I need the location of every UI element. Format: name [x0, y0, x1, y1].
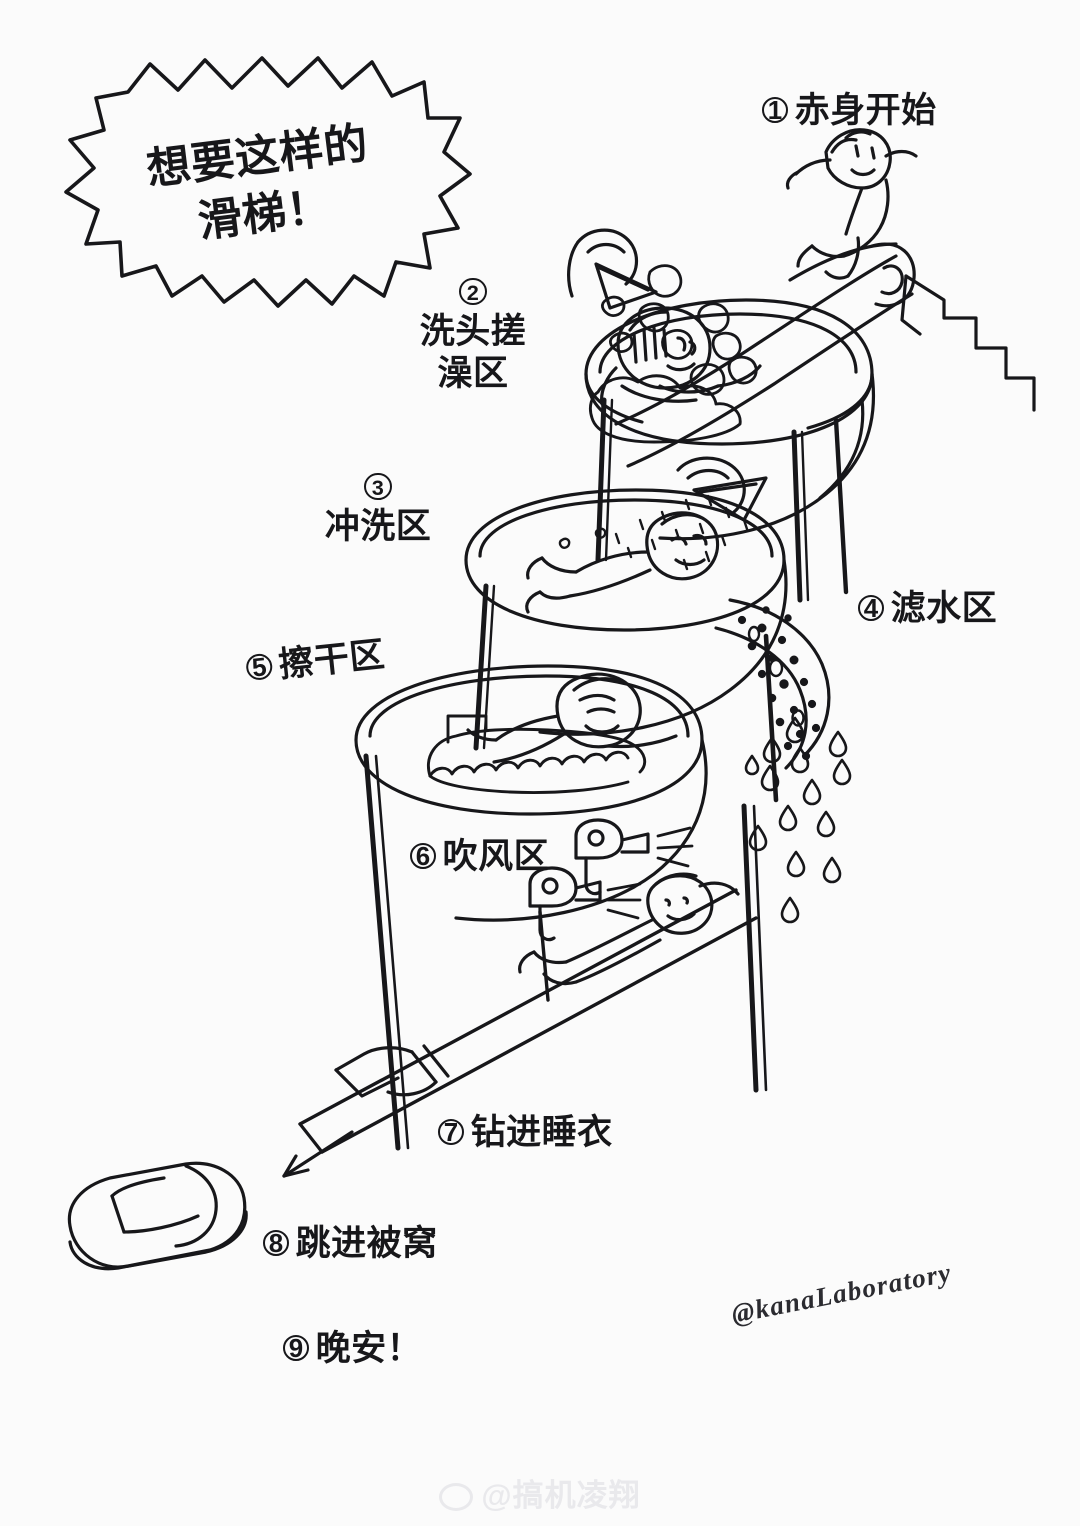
final-chute: [298, 888, 758, 1154]
step-number-3: 3: [364, 473, 392, 501]
weibo-watermark: @搞机凌翔: [0, 1470, 1080, 1515]
child-blowdry: [518, 872, 740, 986]
shower-rinse-zone3: [676, 456, 768, 522]
step-text-7: 钻进睡衣: [470, 1113, 613, 1152]
step-text-8: 跳进被窝: [295, 1224, 438, 1263]
step-number-1: 1: [762, 96, 789, 124]
drain-holes: [737, 606, 821, 761]
child-jumping: [785, 128, 918, 280]
dryer-airflow: [606, 826, 694, 920]
bed: [67, 1161, 248, 1271]
step-text-9: 晚安！: [315, 1329, 423, 1368]
platform-level-3: [354, 664, 708, 922]
child-rinsing: [525, 511, 720, 614]
water-droplets: [744, 716, 852, 924]
step-number-6: 6: [410, 842, 437, 870]
step-number-5: 5: [244, 652, 274, 682]
slide-chute-top: [614, 254, 914, 468]
step-number-4: 4: [858, 594, 885, 622]
step-text-1: 赤身开始: [794, 91, 937, 130]
shower-head-zone2: [567, 228, 658, 310]
foam-mass-zone2: [588, 374, 742, 444]
step-number-8: 8: [263, 1229, 290, 1257]
step-label-2: 2 洗头搓 澡区: [398, 278, 548, 394]
weibo-logo-icon: [439, 1483, 474, 1511]
step-number-2: 2: [459, 278, 487, 306]
support-columns-lower: [363, 753, 768, 1151]
step-number-9: 9: [283, 1334, 310, 1362]
child-shampoo: [600, 306, 762, 406]
hair-dryer-lower: [528, 866, 602, 942]
hair-dryer-upper: [574, 818, 650, 896]
water-spray-zone3: [558, 494, 749, 571]
towel: [427, 714, 647, 794]
step-label-3: 3 冲洗区: [308, 473, 448, 548]
step-text-6: 吹风区: [442, 837, 550, 876]
arrow-to-bed: [282, 1130, 354, 1178]
step-text-3: 冲洗区: [324, 507, 432, 547]
step-text-4: 滤水区: [890, 589, 998, 628]
step-number-7: 7: [438, 1118, 465, 1146]
platform-level-2: [464, 488, 788, 736]
speech-bubble-shape: [64, 56, 472, 308]
step-text-2: 洗头搓 澡区: [419, 312, 527, 393]
drain-holes-ring: [747, 625, 805, 727]
weibo-handle: @搞机凌翔: [481, 1478, 641, 1513]
child-drying: [466, 672, 678, 764]
stairs: [900, 274, 1036, 412]
support-columns-mid: [473, 583, 779, 803]
support-columns-upper: [595, 397, 849, 603]
